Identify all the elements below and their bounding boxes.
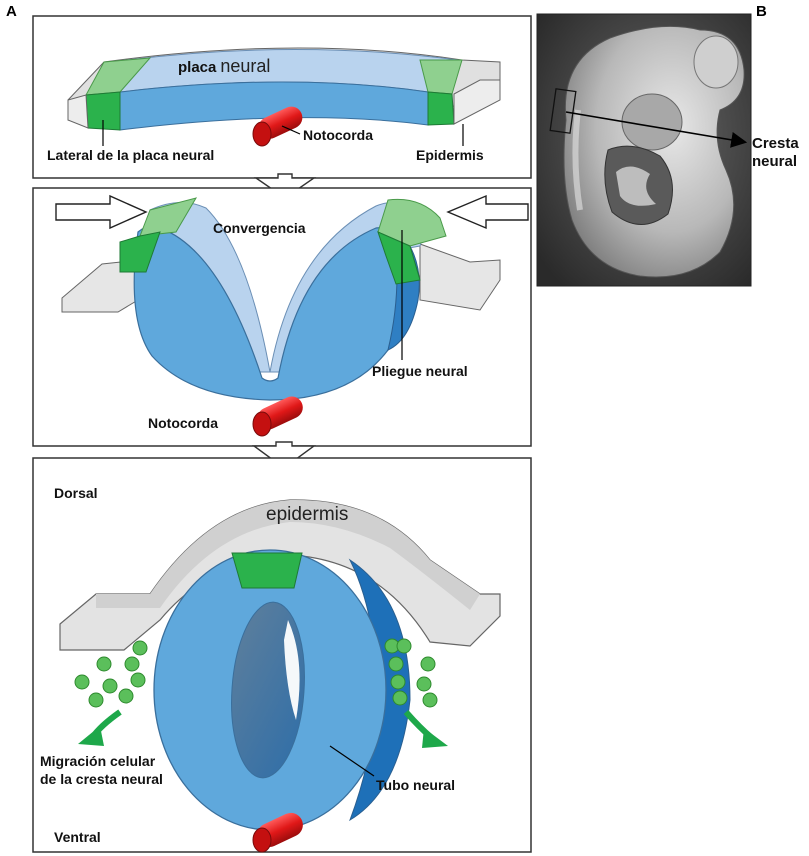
tube-label: Tubo neural [376,777,455,793]
neural-crest-cap [232,553,302,588]
epidermis-label-3: epidermis [266,504,348,525]
ventral-label: Ventral [54,829,101,845]
panel-b-letter: B [756,3,767,20]
crest-label-line2: neural [752,153,797,170]
lateral-label: Lateral de la placa neural [47,147,214,163]
notochord-label-2: Notocorda [148,415,218,431]
stage-2-neural-folds: Convergencia Pliegue neural Notocorda [33,188,531,446]
plate-label-rest: neural [220,56,270,76]
embryo-heart [622,94,682,150]
panel-b-micrograph: B Cresta neural [537,3,799,286]
migration-label-line2: de la cresta neural [40,771,163,787]
panel-a-letter: A [6,3,17,20]
fold-label: Pliegue neural [372,363,468,379]
crest-right-front [428,92,454,125]
convergence-label: Convergencia [213,220,306,236]
dorsal-label: Dorsal [54,485,98,501]
stage-3-neural-tube: epidermis [33,458,531,852]
migration-label-line1: Migración celular [40,753,156,769]
embryo-head [694,36,738,88]
notochord-label-1: Notocorda [303,127,373,143]
crest-label-line1: Cresta [752,135,799,152]
plate-label-bold: placa [178,59,217,76]
epidermis-label-1: Epidermis [416,147,484,163]
